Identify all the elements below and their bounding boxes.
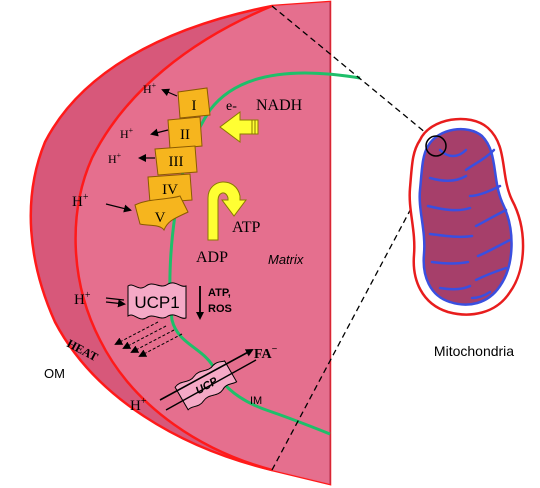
complex-ii: II: [167, 116, 203, 150]
mitochondria-label: Mitochondria: [434, 343, 514, 359]
inner-membrane-edge: [74, 4, 273, 472]
matrix-label: Matrix: [268, 252, 304, 267]
fa-transport-arrow: [159, 349, 254, 401]
mitochondrion-illustration: [408, 117, 525, 316]
svg-text:H+: H+: [74, 290, 91, 308]
svg-text:H+: H+: [120, 126, 134, 141]
svg-text:V: V: [155, 210, 166, 226]
atp-ros-line2: ROS: [208, 303, 232, 315]
heat-arrows: [114, 321, 183, 357]
atp-synthesis-arrow: [207, 181, 247, 241]
mitochondrion-matrix: [418, 128, 513, 306]
svg-text:II: II: [180, 127, 190, 143]
nadh-label: NADH: [256, 97, 303, 114]
proton-label-ucp: H+: [130, 396, 147, 414]
proton-label-2: H+: [120, 126, 134, 141]
zoom-circle: [425, 135, 447, 157]
atp-ros-line1: ATP,: [208, 287, 231, 299]
im-label: IM: [250, 395, 262, 407]
svg-text:H+: H+: [143, 81, 157, 96]
ucp-protein: UCP: [174, 360, 238, 411]
matrix-region: [75, 2, 330, 484]
svg-text:III: III: [169, 154, 184, 170]
fa-label: FA−: [254, 344, 278, 362]
atp-label: ATP: [232, 219, 261, 236]
svg-text:H+: H+: [72, 192, 89, 210]
complex-v-atp-synthase: V: [134, 195, 189, 232]
om-label: OM: [44, 366, 65, 381]
ucp1-label: UCP1: [134, 293, 179, 312]
proton-pump-arrows: [138, 88, 178, 162]
svg-text:FA−: FA−: [254, 344, 278, 362]
complex-iv: IV: [147, 173, 193, 204]
electron-entry-stripes: [251, 120, 256, 134]
mitochondrion-cristae: [426, 148, 512, 300]
zoom-line-top: [271, 5, 433, 139]
electron-label: e-: [226, 99, 237, 114]
svg-text:I: I: [192, 98, 197, 114]
svg-text:H+: H+: [108, 151, 122, 166]
proton-label-1: H+: [143, 81, 157, 96]
proton-label-3: H+: [108, 151, 122, 166]
proton-transport-line: [165, 359, 257, 411]
svg-text:IV: IV: [162, 182, 178, 198]
ucp1-protein: UCP1: [127, 282, 187, 320]
svg-text:H+: H+: [130, 396, 147, 414]
proton-label-synthase: H+: [72, 192, 132, 213]
complex-iii: III: [154, 145, 198, 176]
complex-i: I: [177, 87, 211, 119]
adp-label: ADP: [196, 249, 228, 266]
proton-label-ucp1: H+: [74, 290, 126, 308]
